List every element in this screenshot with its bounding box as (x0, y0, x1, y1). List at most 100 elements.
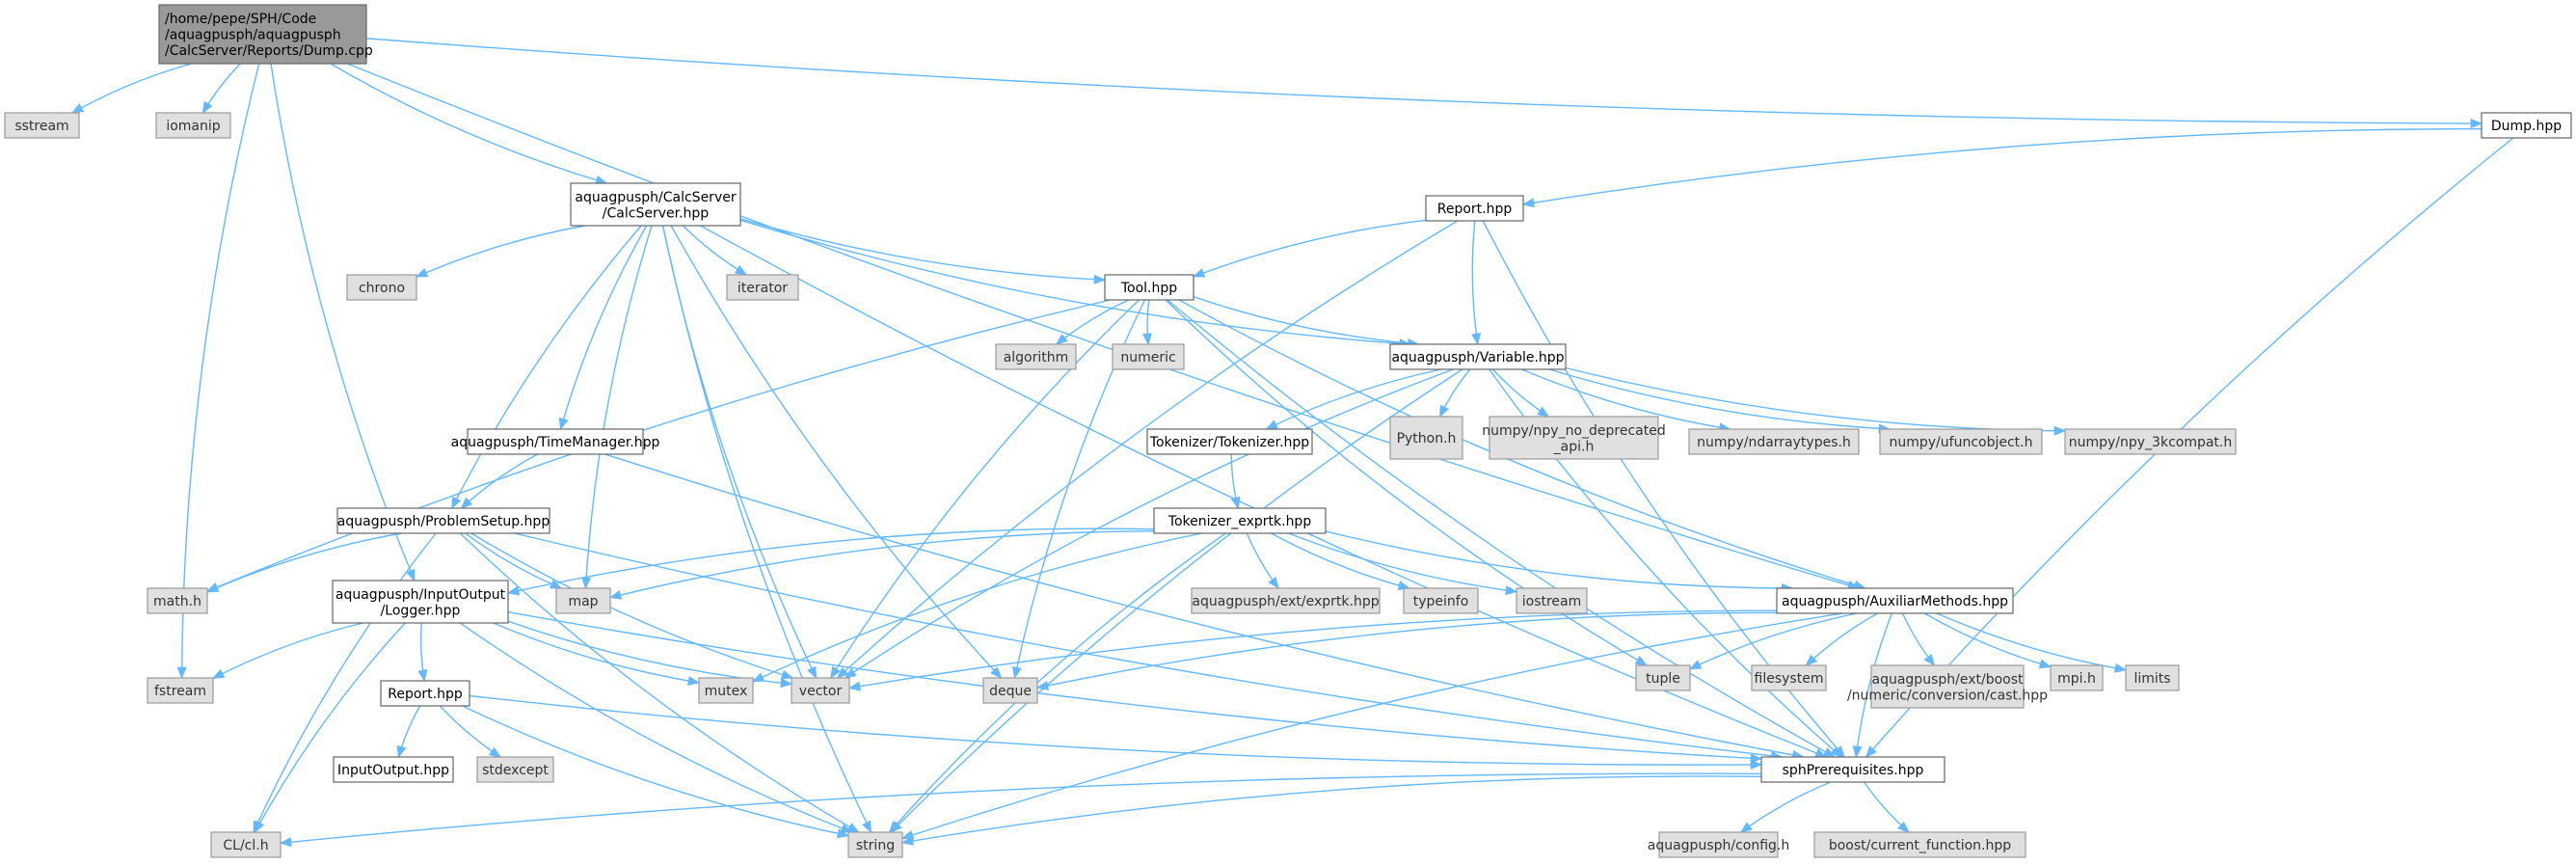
dependency-edge (1923, 612, 2053, 669)
dependency-edge (661, 225, 872, 834)
node-extexprtk: aquagpusph/ext/exprtk.hpp (1191, 587, 1381, 614)
node-variable[interactable]: aquagpusph/Variable.hpp (1389, 343, 1567, 370)
dependency-edge (1739, 781, 1832, 833)
node-calcserver[interactable]: aquagpusph/CalcServer/CalcServer.hpp (570, 182, 741, 227)
dependency-edge (739, 218, 1107, 284)
node-box (158, 4, 367, 65)
dependency-edge (459, 622, 853, 833)
node-box (333, 756, 454, 783)
dependency-edge (1193, 296, 1420, 349)
dependency-edge (1521, 368, 1731, 433)
node-box (1104, 274, 1194, 301)
node-fstream: fstream (147, 677, 214, 704)
node-label: aquagpusph/TimeManager.hpp (451, 435, 660, 450)
node-box (467, 428, 644, 455)
dependency-edge (1265, 368, 1442, 430)
node-label: iomanip (166, 119, 220, 134)
node-problemsetup[interactable]: aquagpusph/ProblemSetup.hpp (336, 507, 550, 534)
dependency-edge (739, 219, 1412, 349)
dependency-edge (459, 532, 860, 833)
node-python: Python.h (1389, 416, 1463, 460)
dependency-edge (1230, 453, 1241, 510)
node-auxiliar[interactable]: aquagpusph/AuxiliarMethods.hpp (1776, 587, 2014, 614)
node-box (1813, 831, 2026, 858)
node-label: Report.hpp (1437, 202, 1513, 217)
dependency-edge (270, 63, 416, 582)
node-label: Dump.hpp (2491, 119, 2562, 134)
node-label: tuple (1646, 671, 1680, 687)
node-inputoutput[interactable]: InputOutput.hpp (333, 756, 454, 783)
node-box (2064, 428, 2237, 455)
node-report1[interactable]: Report.hpp (1425, 195, 1524, 222)
node-npy3k: numpy/npy_3kcompat.h (2064, 428, 2237, 455)
node-box (1489, 416, 1659, 460)
node-box (1688, 428, 1860, 455)
node-label: Tokenizer_exprtk.hpp (1167, 514, 1312, 529)
node-box (1635, 664, 1691, 691)
node-layer: /home/pepe/SPH/Code/aquagpusph/aquagpusp… (4, 4, 2572, 858)
node-root[interactable]: /home/pepe/SPH/Code/aquagpusph/aquagpusp… (158, 4, 373, 65)
dependency-edge (469, 694, 1763, 770)
dependency-edge (347, 63, 1861, 590)
dependency-edge (1491, 368, 1550, 418)
dependency-edge (470, 532, 794, 680)
node-timemanager[interactable]: aquagpusph/TimeManager.hpp (451, 428, 660, 455)
dependency-edge (1192, 219, 1427, 278)
node-boostcast: aquagpusph/ext/boost/numeric/conversion/… (1847, 664, 2048, 709)
dependency-edge (751, 532, 1202, 683)
node-label: numeric (1120, 350, 1175, 365)
node-tool[interactable]: Tool.hpp (1104, 274, 1194, 301)
node-sphprereq[interactable]: sphPrerequisites.hpp (1760, 756, 1945, 783)
dependency-edge (279, 772, 1762, 848)
dependency-edge (396, 705, 421, 759)
node-label: math.h (153, 594, 201, 609)
node-label: string (856, 838, 895, 853)
node-dump[interactable]: Dump.hpp (2481, 112, 2572, 139)
dependency-edge (254, 622, 406, 834)
node-box (995, 343, 1077, 370)
node-label: filesystem (1755, 671, 1824, 687)
node-report2[interactable]: Report.hpp (380, 680, 470, 707)
node-label: /CalcServer.hpp (603, 205, 709, 221)
node-box (1403, 587, 1479, 614)
node-label: sphPrerequisites.hpp (1783, 763, 1924, 778)
dependency-edge (439, 705, 502, 758)
node-exprtk[interactable]: Tokenizer_exprtk.hpp (1153, 507, 1327, 534)
dependency-edge (1688, 612, 1858, 670)
node-box (1146, 428, 1313, 455)
node-label: iterator (738, 281, 788, 296)
dependency-edge (417, 622, 428, 683)
dependency-edge (451, 225, 642, 510)
node-tokenizer[interactable]: Tokenizer/Tokenizer.hpp (1146, 428, 1313, 455)
node-label: /home/pepe/SPH/Code (165, 12, 316, 27)
dependency-edge (365, 38, 2483, 129)
node-label: /Logger.hpp (381, 603, 461, 618)
node-mutex: mutex (698, 677, 754, 704)
node-npydep: numpy/npy_no_deprecated_api.h (1482, 416, 1666, 460)
node-box (1776, 587, 2014, 614)
dependency-edge (1271, 532, 1411, 590)
node-box (791, 677, 850, 704)
dependency-edge (493, 622, 701, 687)
node-box (336, 507, 550, 534)
node-label: aquagpusph/CalcServer (575, 190, 736, 205)
dependency-edge (1167, 299, 1837, 758)
dependency-edge (70, 63, 192, 114)
node-logger[interactable]: aquagpusph/InputOutput/Logger.hpp (332, 580, 509, 624)
dependency-edge (1055, 299, 1130, 345)
node-box (2050, 664, 2104, 691)
node-label: iostream (1522, 594, 1582, 609)
dependency-edge (1325, 530, 1794, 594)
node-label: boost/current_function.hpp (1829, 838, 2011, 853)
dependency-edge (201, 63, 241, 115)
dependency-edge (465, 532, 563, 589)
dependency-edge (890, 368, 1463, 833)
node-box (1870, 664, 2025, 709)
dependency-edge (415, 225, 586, 278)
node-box (1425, 195, 1524, 222)
node-label: deque (989, 684, 1032, 699)
dependency-edge (330, 63, 608, 185)
node-box (346, 274, 417, 301)
node-label: InputOutput.hpp (337, 763, 449, 778)
